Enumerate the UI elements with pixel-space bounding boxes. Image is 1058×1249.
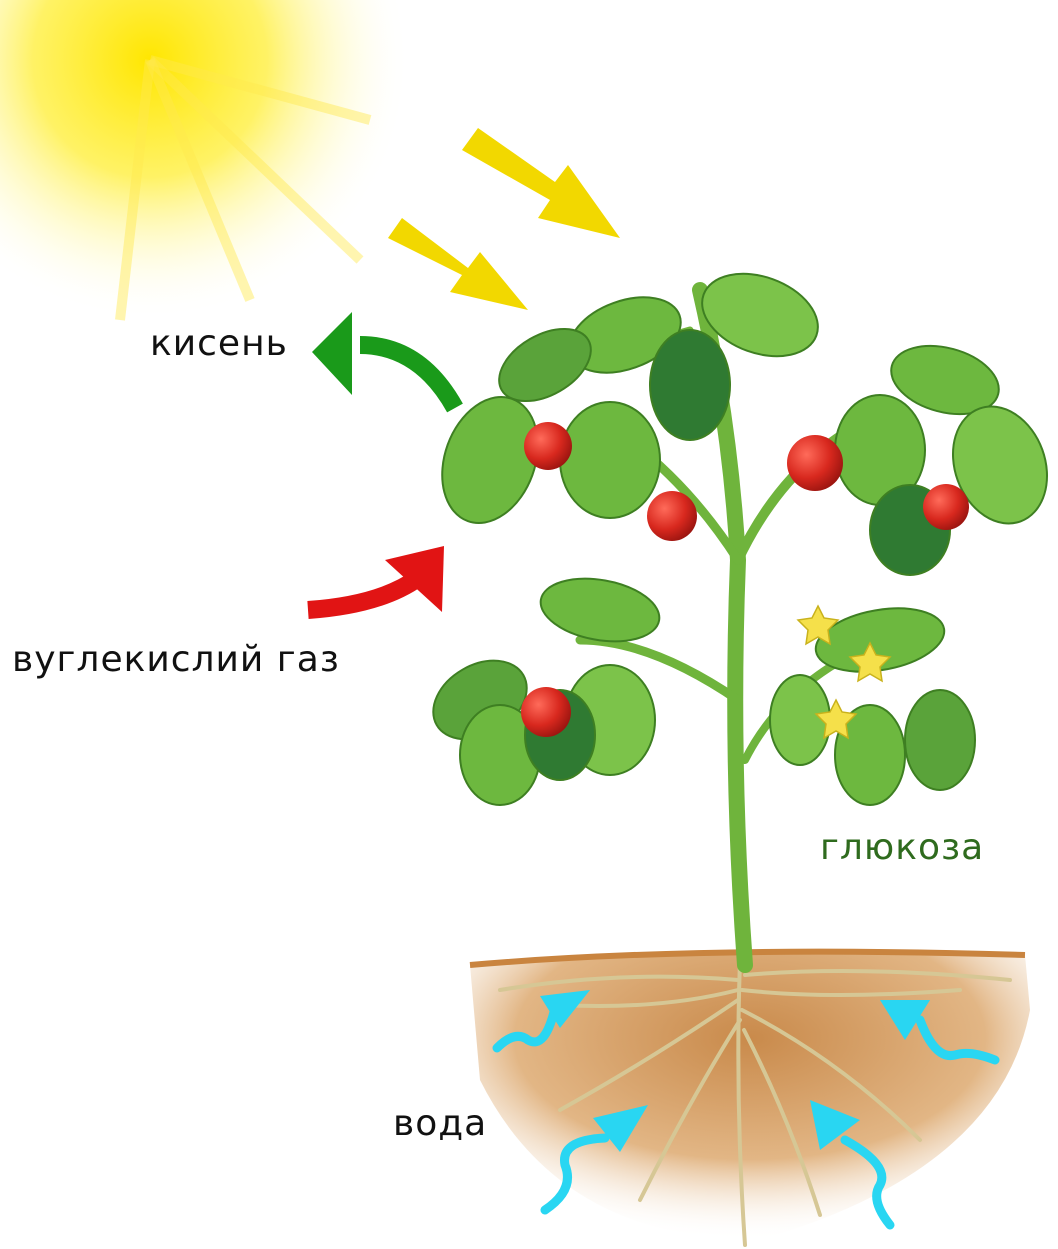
carbon-dioxide-arrow <box>308 546 444 612</box>
water-label: вода <box>393 1106 487 1142</box>
carbon-dioxide-label: вуглекислий газ <box>12 642 340 678</box>
oxygen-arrow <box>312 312 455 408</box>
glucose-label: глюкоза <box>820 830 984 866</box>
sun-icon <box>0 0 410 320</box>
sunlight-arrow-lower <box>388 218 528 310</box>
sunlight-arrow-upper <box>462 128 620 238</box>
oxygen-label: кисень <box>150 326 288 362</box>
